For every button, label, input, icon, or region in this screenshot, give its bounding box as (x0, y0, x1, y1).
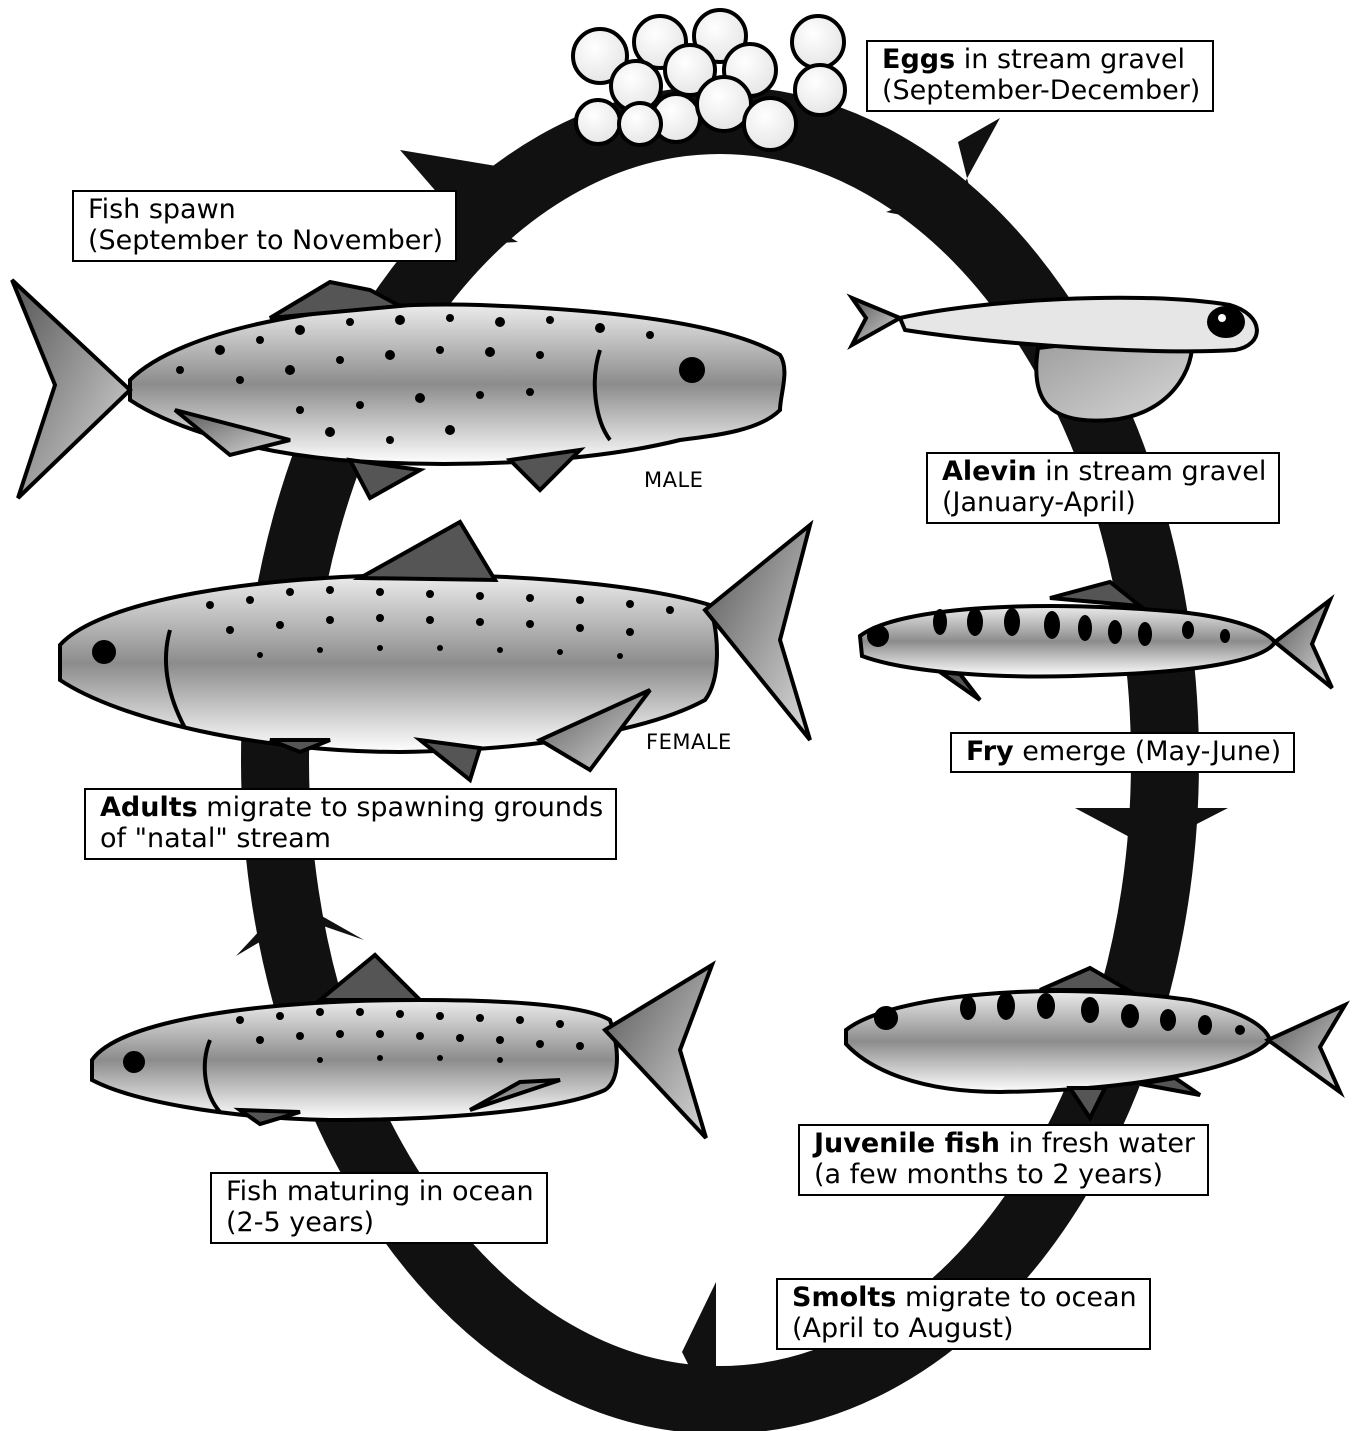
eggs-stage-text: in stream gravel (955, 44, 1185, 75)
smolts-stage-dates: (April to August) (792, 1313, 1137, 1344)
juvenile-stage-label: Juvenile fish in fresh water (a few mont… (798, 1124, 1209, 1196)
male-tag: MALE (644, 468, 703, 492)
alevin-stage-dates: (January-April) (942, 487, 1266, 518)
female-tag: FEMALE (646, 730, 732, 754)
alevin-illustration (852, 298, 1257, 421)
adults-stage-bold: Adults (100, 792, 198, 823)
ocean-salmon-illustration (92, 955, 712, 1138)
juvenile-stage-text: in fresh water (1000, 1128, 1195, 1159)
smolts-stage-label: Smolts migrate to ocean (April to August… (776, 1278, 1151, 1350)
spawn-stage-dates: (September to November) (88, 225, 443, 256)
adults-stage-line2: of "natal" stream (100, 823, 603, 854)
fry-stage-text: emerge (May-June) (1014, 736, 1282, 767)
alevin-stage-text: in stream gravel (1037, 456, 1267, 487)
fry-stage-bold: Fry (966, 736, 1014, 767)
maturing-stage-dates: (2-5 years) (226, 1207, 534, 1238)
juvenile-stage-dates: (a few months to 2 years) (814, 1159, 1195, 1190)
juvenile-fish-illustration (846, 968, 1345, 1118)
alevin-stage-label: Alevin in stream gravel (January-April) (926, 452, 1280, 524)
maturing-stage-text: Fish maturing in ocean (226, 1176, 534, 1207)
spawn-stage-label: Fish spawn (September to November) (72, 190, 457, 262)
male-salmon-illustration (12, 280, 784, 498)
alevin-stage-bold: Alevin (942, 456, 1037, 487)
adults-stage-text: migrate to spawning grounds (198, 792, 604, 823)
smolts-stage-bold: Smolts (792, 1282, 896, 1313)
spawn-stage-text: Fish spawn (88, 194, 443, 225)
eggs-stage-bold: Eggs (882, 44, 955, 75)
juvenile-stage-bold: Juvenile fish (814, 1128, 1000, 1159)
smolts-stage-text: migrate to ocean (896, 1282, 1136, 1313)
eggs-stage-label: Eggs in stream gravel (September-Decembe… (866, 40, 1214, 112)
fry-illustration (860, 582, 1332, 700)
fry-stage-label: Fry emerge (May-June) (950, 732, 1295, 773)
adults-stage-label: Adults migrate to spawning grounds of "n… (84, 788, 617, 860)
arrow-right-down-icon (1075, 808, 1228, 848)
eggs-stage-dates: (September-December) (882, 75, 1200, 106)
maturing-stage-label: Fish maturing in ocean (2-5 years) (210, 1172, 548, 1244)
